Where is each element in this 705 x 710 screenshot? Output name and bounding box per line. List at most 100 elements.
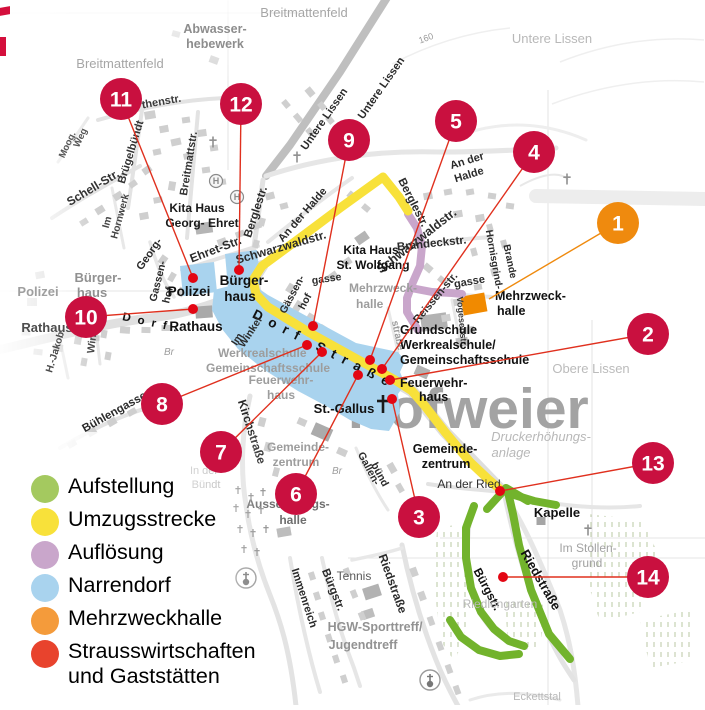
- marker-number: 3: [413, 507, 425, 530]
- map-label: Werkrealschule/: [400, 338, 496, 352]
- svg-text:H: H: [234, 192, 241, 202]
- map-label: Breitmattenfeld: [76, 56, 163, 71]
- poi-dot-3: [387, 394, 397, 404]
- legend-color-dot: [31, 607, 59, 635]
- map-label: Georg- Ehret: [165, 216, 238, 230]
- map-label: Werkrealschule: [218, 346, 307, 360]
- map-label: Mehrzweck-: [495, 289, 566, 303]
- map-label: An der Ried: [437, 477, 500, 491]
- map-label: Im Stollen-: [559, 541, 616, 555]
- map-label: 160: [417, 31, 435, 46]
- marker-4: 4: [513, 131, 555, 173]
- map-label: Untere Lissen: [512, 31, 592, 46]
- map-label: Abwasser-: [183, 22, 246, 36]
- legend-label: Umzugsstrecke: [68, 507, 217, 531]
- legend-color-dot: [31, 541, 59, 569]
- legend-item-narrendorf: Narrendorf: [31, 573, 256, 602]
- map-label: St. Wolfgang: [336, 258, 409, 272]
- map-label: Br: [332, 466, 343, 477]
- map-label: Im: [101, 215, 115, 229]
- contour-lines: [391, 27, 705, 187]
- leader-line-4: [381, 151, 535, 370]
- map-label: haus: [267, 388, 295, 402]
- legend-label: Narrendorf: [68, 573, 171, 597]
- map-label: Polizei: [17, 284, 58, 299]
- marker-number: 12: [229, 94, 252, 117]
- marker-2: 2: [627, 313, 669, 355]
- map-label: grund: [572, 556, 603, 570]
- map-label: Jugendtreff: [329, 638, 399, 652]
- map-label: Rathaus: [21, 320, 72, 335]
- marker-number: 4: [528, 142, 540, 165]
- marker-number: 11: [110, 89, 133, 112]
- marker-13: 13: [632, 442, 674, 484]
- map-label: anlage: [491, 445, 530, 460]
- map-label: Rathaus: [169, 319, 222, 334]
- poi-dot-7: [317, 347, 327, 357]
- map-label: St.-Gallus: [314, 401, 375, 416]
- marker-7: 7: [200, 431, 242, 473]
- poi-dot-4: [377, 364, 387, 374]
- leader-line-8: [161, 344, 308, 405]
- poi-dot-8: [302, 340, 312, 350]
- legend-label: Aufstellung: [68, 474, 175, 498]
- map-label: Feuerwehr-: [400, 376, 467, 390]
- leader-line-6: [295, 374, 359, 495]
- poi-dot-13: [495, 486, 505, 496]
- map-label: Eckettstal: [513, 691, 561, 703]
- legend-item-aufl-sung: Auflösung: [31, 540, 256, 569]
- umzugsstrecke-route: [248, 172, 506, 495]
- leader-line-2: [389, 333, 649, 381]
- map-label: Bürger-: [220, 273, 269, 288]
- narrendorf-area: [212, 281, 405, 431]
- poi-dot-11: [188, 273, 198, 283]
- map-label: Vogesenstr.: [455, 296, 469, 347]
- map-label: Gemeinschaftsschule: [400, 353, 529, 367]
- marker-3: 3: [398, 496, 440, 538]
- map-label: Polizei: [168, 284, 211, 299]
- map-label: HGW-Sporttreff/: [328, 620, 423, 634]
- print-crop-mark-left: [0, 37, 6, 56]
- marker-9: 9: [328, 119, 370, 161]
- marker-10: 10: [65, 296, 107, 338]
- marker-1: 1: [597, 202, 639, 244]
- poi-dots: [188, 265, 508, 582]
- legend-color-dot: [31, 475, 59, 503]
- poi-dot-9: [308, 321, 318, 331]
- poi-dot-6: [353, 370, 363, 380]
- map-label: haus: [419, 390, 448, 404]
- marsh-hatching: [434, 514, 695, 668]
- marker-8: 8: [141, 383, 183, 425]
- marker-14: 14: [627, 556, 669, 598]
- map-label: Gemeinde-: [267, 440, 329, 454]
- legend-label: Auflösung: [68, 540, 164, 564]
- aufstellung-route: [507, 490, 560, 509]
- bus-stop-icon: [208, 173, 224, 189]
- aufloesung-route: [407, 284, 466, 298]
- svg-text:H: H: [213, 176, 220, 186]
- leader-line-12: [238, 103, 242, 271]
- map-label: hebewerk: [186, 37, 244, 51]
- map-label: Grundschule: [400, 323, 477, 337]
- legend-item-aufstellung: Aufstellung: [31, 474, 256, 503]
- marker-number: 14: [636, 567, 660, 590]
- marker-number: 2: [642, 324, 654, 347]
- poi-dot-2: [385, 375, 395, 385]
- marker-number: 13: [641, 453, 664, 476]
- leader-line-7: [220, 351, 323, 453]
- map-label: haus: [224, 289, 256, 304]
- map-label: Breitmattenfeld: [260, 5, 347, 20]
- leader-line-1: [488, 222, 619, 300]
- map-label: hof: [160, 285, 176, 304]
- legend-item-umzugsstrecke: Umzugsstrecke: [31, 507, 256, 536]
- map-label: gasse: [311, 271, 342, 287]
- map-label: Gemeinde-: [413, 442, 478, 456]
- map-label: Bürger-: [75, 270, 122, 285]
- aufstellung-route: [446, 616, 523, 660]
- marker-number: 8: [156, 394, 168, 417]
- map-label: zentrum: [273, 455, 320, 469]
